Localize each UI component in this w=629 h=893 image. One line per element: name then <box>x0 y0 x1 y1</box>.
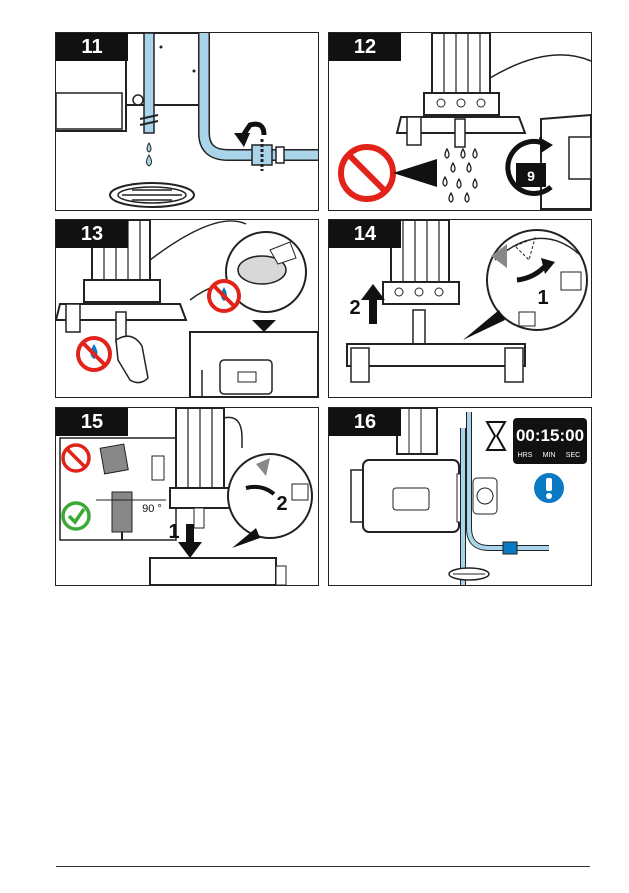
step-15-panel: 90 ° 1 2 15 <box>55 407 319 586</box>
step-arrow-label-b: 2 <box>276 493 287 515</box>
step-number-badge: 16 <box>329 408 401 436</box>
countdown-unit-hrs: HRS <box>518 452 533 459</box>
step-number-badge: 14 <box>329 220 401 248</box>
step-16-panel: 00:15:00 HRS MIN SEC 16 <box>328 407 592 586</box>
step-number-badge: 11 <box>56 33 128 61</box>
step-arrow-label-b: 1 <box>537 287 548 309</box>
timer-minutes-label: 9 <box>527 168 535 184</box>
step-12-panel: 9 12 <box>328 32 592 211</box>
step-number-badge: 12 <box>329 33 401 61</box>
info-icon <box>534 473 564 503</box>
step-number-badge: 13 <box>56 220 128 248</box>
footer-divider <box>56 866 590 867</box>
step-11-panel: 11 <box>55 32 319 211</box>
angle-label: 90 ° <box>142 503 162 515</box>
countdown-display: 00:15:00 <box>516 426 584 445</box>
countdown-unit-sec: SEC <box>566 452 580 459</box>
step-14-panel: 2 1 14 <box>328 219 592 398</box>
countdown-unit-min: MIN <box>543 452 556 459</box>
step-13-panel: 13 <box>55 219 319 398</box>
step-number-badge: 15 <box>56 408 128 436</box>
step-arrow-label-a: 2 <box>349 297 360 319</box>
step-arrow-label-a: 1 <box>168 521 179 543</box>
